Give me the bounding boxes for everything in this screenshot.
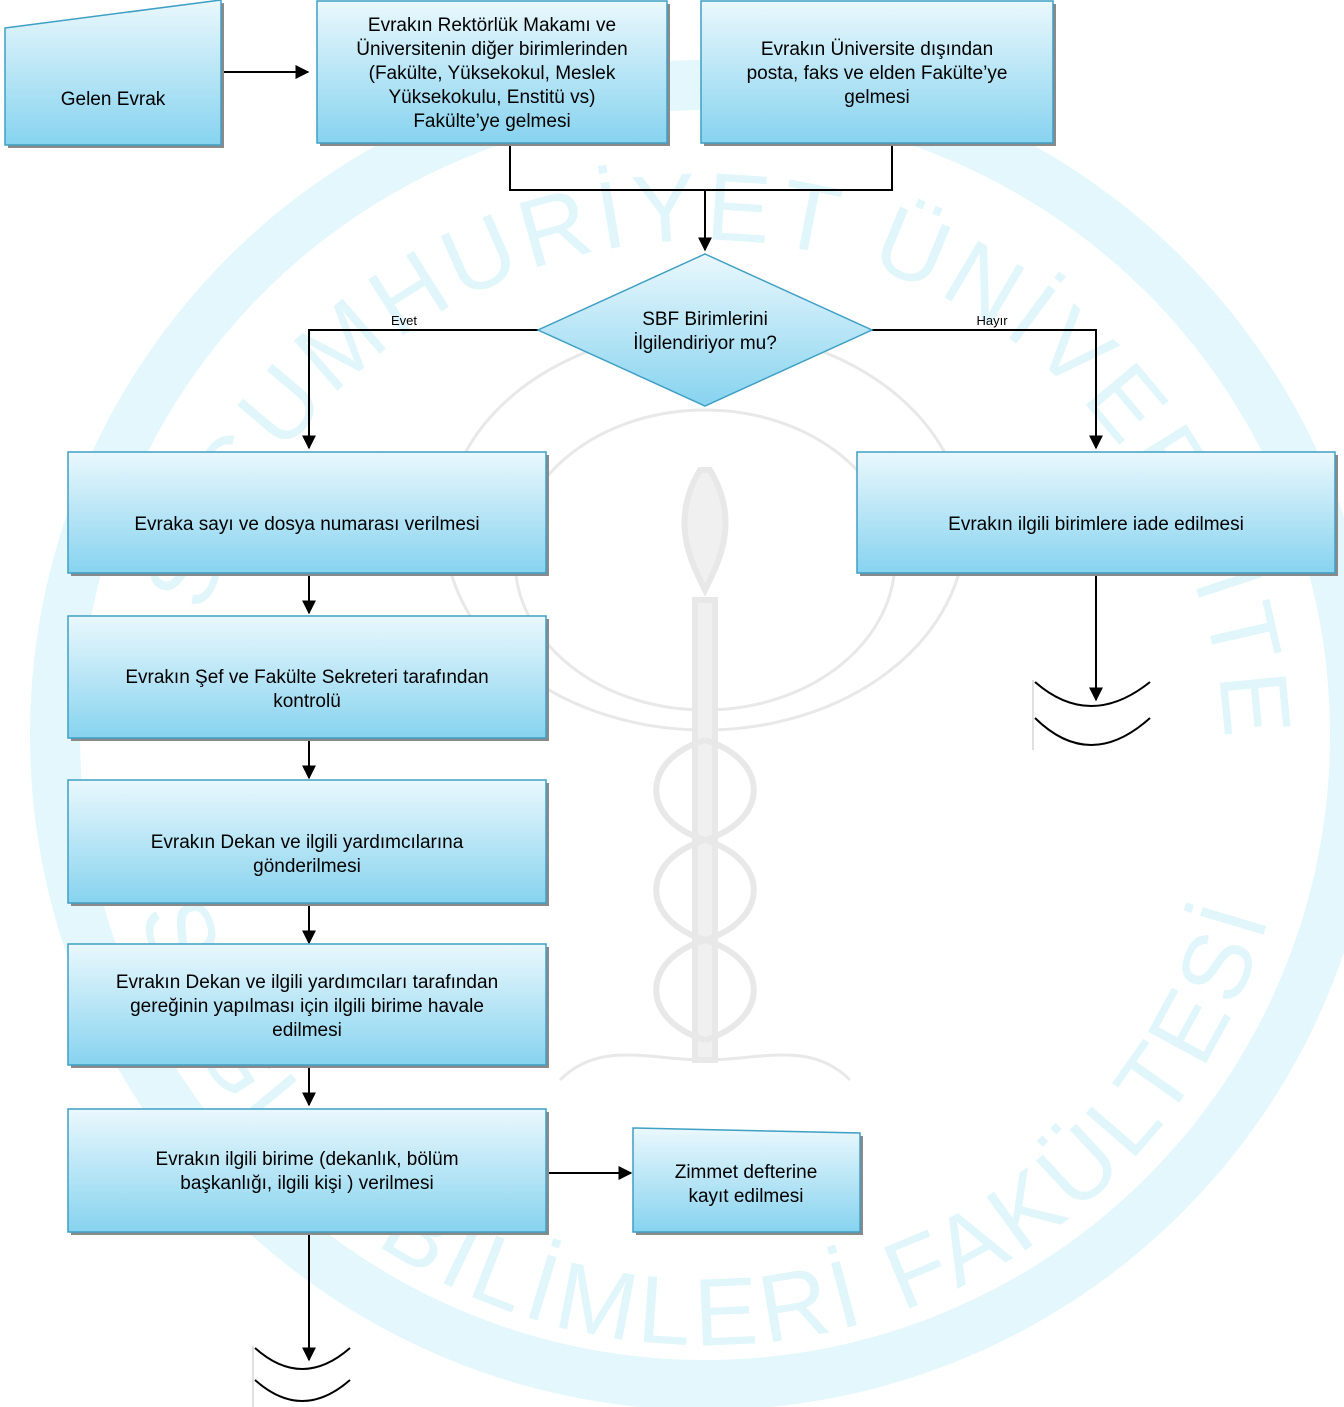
node-label-sef-kontrol-line: Evrakın Şef ve Fakülte Sekreteri tarafın… (125, 667, 488, 688)
end-terminator-right (1032, 680, 1151, 750)
node-label-havale-line: edilmesi (272, 1020, 342, 1041)
node-sayi-dosya (67, 451, 547, 574)
node-label-gelen-evrak-line: Gelen Evrak (61, 89, 166, 110)
end-terminator-bottom (252, 1346, 351, 1407)
node-label-birime-verilmesi-line: Evrakın ilgili birime (dekanlık, bölüm (155, 1149, 458, 1170)
node-labels: Gelen Evrak Evrakın Rektörlük Makamı ve Ün… (61, 15, 1244, 1207)
node-iade (856, 451, 1336, 574)
node-gelen-evrak (4, 0, 222, 146)
node-label-rektorluk-line: Üniversitenin diğer birimlerinden (356, 39, 627, 60)
node-label-sef-kontrol-line: kontrolü (273, 691, 341, 712)
arrow-decision-no (872, 329, 1103, 450)
arrow-decision-yes (302, 329, 538, 450)
node-zimmet (632, 1127, 861, 1233)
node-dekan-gonderim (67, 779, 547, 904)
node-havale (67, 943, 547, 1066)
node-sef-kontrol (67, 615, 547, 739)
node-label-havale-line: gereğinin yapılması için ilgili birime h… (130, 996, 484, 1017)
shapes (4, 0, 1336, 1233)
node-label-decision-line: İlgilendiriyor mu? (633, 333, 777, 354)
node-label-sayi-dosya-line: Evraka sayı ve dosya numarası verilmesi (134, 514, 479, 535)
node-universite-disi (700, 0, 1054, 144)
node-label-rektorluk-line: Evrakın Rektörlük Makamı ve (368, 15, 616, 36)
node-rektorluk (316, 0, 668, 144)
watermark-emblem (443, 328, 967, 1082)
node-label-dekan-gonderim-line: Evrakın Dekan ve ilgili yardımcılarına (151, 832, 464, 853)
node-label-rektorluk-line: Fakülte’ye gelmesi (413, 111, 570, 132)
node-label-birime-verilmesi-line: başkanlığı, ilgili kişi ) verilmesi (180, 1173, 433, 1194)
connectors (221, 65, 1103, 1362)
node-label-universite-disi-line: gelmesi (844, 87, 909, 108)
merge-line (509, 145, 893, 191)
node-label-iade-line: Evrakın ilgili birimlere iade edilmesi (948, 514, 1244, 535)
node-label-havale-line: Evrakın Dekan ve ilgili yardımcıları tar… (116, 972, 498, 993)
node-label-rektorluk-line: Yüksekokulu, Enstitü vs) (389, 87, 596, 108)
label-evet: Evet (391, 313, 417, 328)
label-hayir: Hayır (976, 313, 1008, 328)
node-label-zimmet-line: kayıt edilmesi (688, 1186, 803, 1207)
node-label-rektorluk-line: (Fakülte, Yüksekokul, Meslek (369, 63, 616, 84)
node-label-zimmet-line: Zimmet defterine (675, 1162, 818, 1183)
node-decision (536, 253, 874, 407)
node-label-universite-disi-line: posta, faks ve elden Fakülte’ye (747, 63, 1008, 84)
node-label-decision-line: SBF Birimlerini (642, 309, 768, 330)
node-birime-verilmesi (67, 1108, 547, 1233)
node-label-universite-disi-line: Evrakın Üniversite dışından (761, 39, 993, 60)
node-label-dekan-gonderim-line: gönderilmesi (253, 856, 361, 877)
